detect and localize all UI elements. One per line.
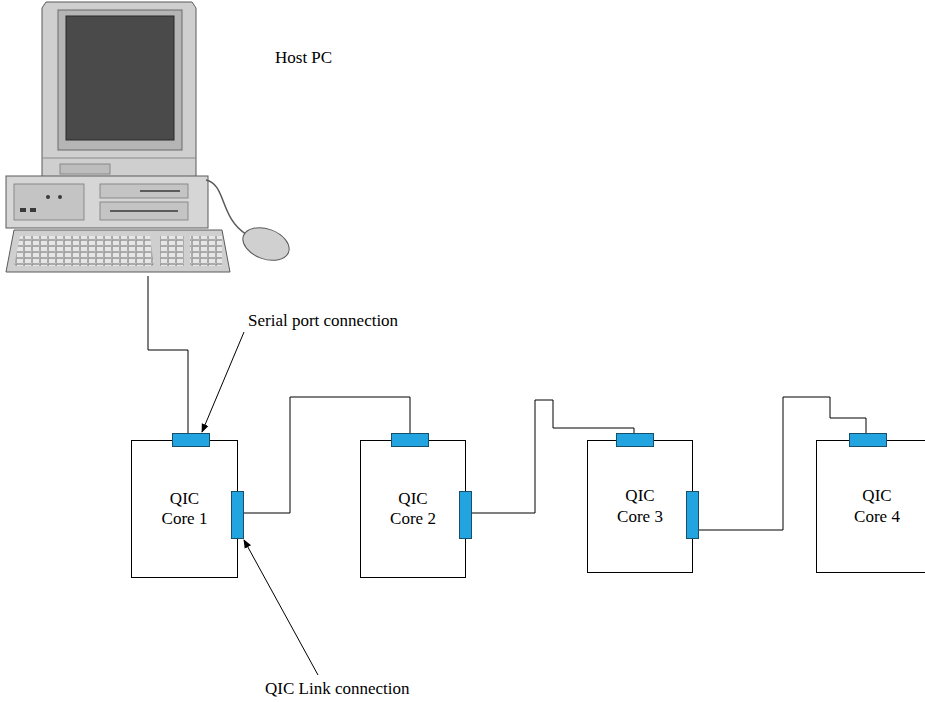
link-port xyxy=(686,491,699,539)
keyboard xyxy=(6,230,230,272)
mouse xyxy=(206,180,294,266)
core-name: QIC Core 2 xyxy=(383,489,443,530)
serial-port xyxy=(849,433,887,447)
serial-port xyxy=(391,433,429,447)
system-unit xyxy=(6,176,208,228)
qic-core-box: QIC Core 1 xyxy=(131,440,238,578)
core-name: QIC Core 4 xyxy=(847,486,907,527)
link-cable xyxy=(466,400,634,513)
core-name: QIC Core 1 xyxy=(155,489,215,530)
serial-port xyxy=(172,433,210,447)
link-cable xyxy=(148,276,188,440)
host-pc: Host PC xyxy=(0,0,360,276)
monitor xyxy=(42,2,196,178)
link-port xyxy=(459,491,472,539)
callout-label: Serial port connection xyxy=(246,311,400,331)
link-port xyxy=(231,491,244,539)
qic-core-box: QIC Core 2 xyxy=(360,440,466,578)
qic-core-box: QIC Core 4 xyxy=(816,440,925,573)
callout-label: QIC Link connection xyxy=(263,679,411,699)
host-label: Host PC xyxy=(275,48,332,68)
leader-lines xyxy=(202,332,318,675)
link-cable xyxy=(693,397,866,530)
core-name: QIC Core 3 xyxy=(610,486,670,527)
qic-core-box: QIC Core 3 xyxy=(587,440,693,573)
serial-port xyxy=(616,433,654,447)
link-cable xyxy=(238,397,410,513)
